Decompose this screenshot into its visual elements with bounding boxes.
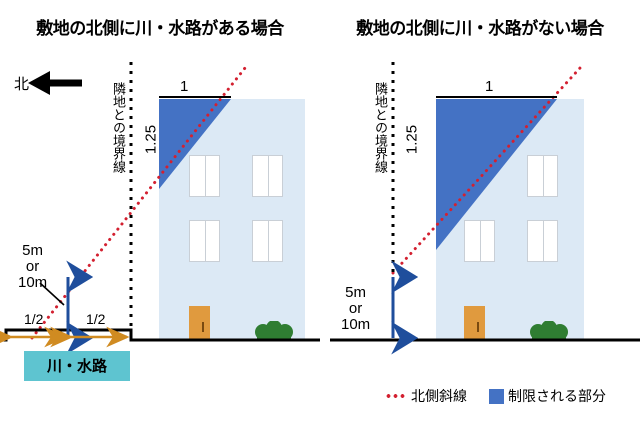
slope-rise-label-right: 1.25	[403, 124, 421, 155]
door-right	[464, 306, 485, 339]
building-left	[159, 99, 305, 339]
half-label-right: 1/2	[86, 311, 106, 327]
setback-left-line3: 10m	[18, 273, 48, 291]
setback-left-line1: 5m	[22, 242, 44, 259]
window-left-4	[252, 220, 283, 262]
legend: 北側斜線 制限される部分	[385, 386, 606, 406]
door-left	[189, 306, 210, 339]
window-right-2	[464, 220, 495, 262]
panel-left-title: 敷地の北側に川・水路がある場合	[36, 19, 284, 38]
setback-right-line3: 10m	[341, 315, 371, 333]
half-label-left: 1/2	[24, 311, 44, 327]
window-right-3	[527, 220, 558, 262]
setback-label-right: 5m or 10m	[341, 285, 370, 332]
red-dotted-line-icon	[385, 394, 407, 398]
door-knob-left	[202, 322, 204, 332]
setback-left-line2: or	[25, 257, 40, 275]
window-left-2	[252, 155, 283, 197]
window-left-1	[189, 155, 220, 197]
river-label: 川・水路	[46, 358, 107, 375]
slope-run-label-right: 1	[485, 78, 494, 95]
setback-label-left: 5m or 10m	[18, 243, 47, 290]
legend-label-restricted-area: 制限される部分	[508, 388, 606, 404]
panel-with-river: 敷地の北側に川・水路がある場合	[36, 19, 284, 38]
boundary-label-right: 隣地との境界線	[373, 82, 388, 173]
setback-right-line2: or	[348, 299, 363, 317]
building-right	[436, 99, 584, 339]
door-knob-right	[477, 322, 479, 332]
slope-rise-label-left: 1.25	[142, 124, 160, 155]
bush-left	[253, 320, 295, 340]
blue-square-icon	[489, 388, 504, 404]
panel-right-title: 敷地の北側に川・水路がない場合	[356, 19, 604, 38]
bush-right	[528, 320, 570, 340]
boundary-label-left: 隣地との境界線	[111, 82, 126, 173]
legend-label-slope-line: 北側斜線	[411, 388, 467, 404]
setback-right-line1: 5m	[345, 284, 367, 301]
panel-without-river: 敷地の北側に川・水路がない場合	[320, 0, 640, 426]
window-left-3	[189, 220, 220, 262]
window-right-1	[527, 155, 558, 197]
legend-item-slope-line: 北側斜線	[385, 386, 467, 406]
slope-run-label-left: 1	[180, 78, 189, 95]
north-label: 北	[14, 76, 30, 93]
legend-item-restricted-area: 制限される部分	[489, 386, 606, 406]
river-box: 川・水路	[24, 351, 130, 381]
